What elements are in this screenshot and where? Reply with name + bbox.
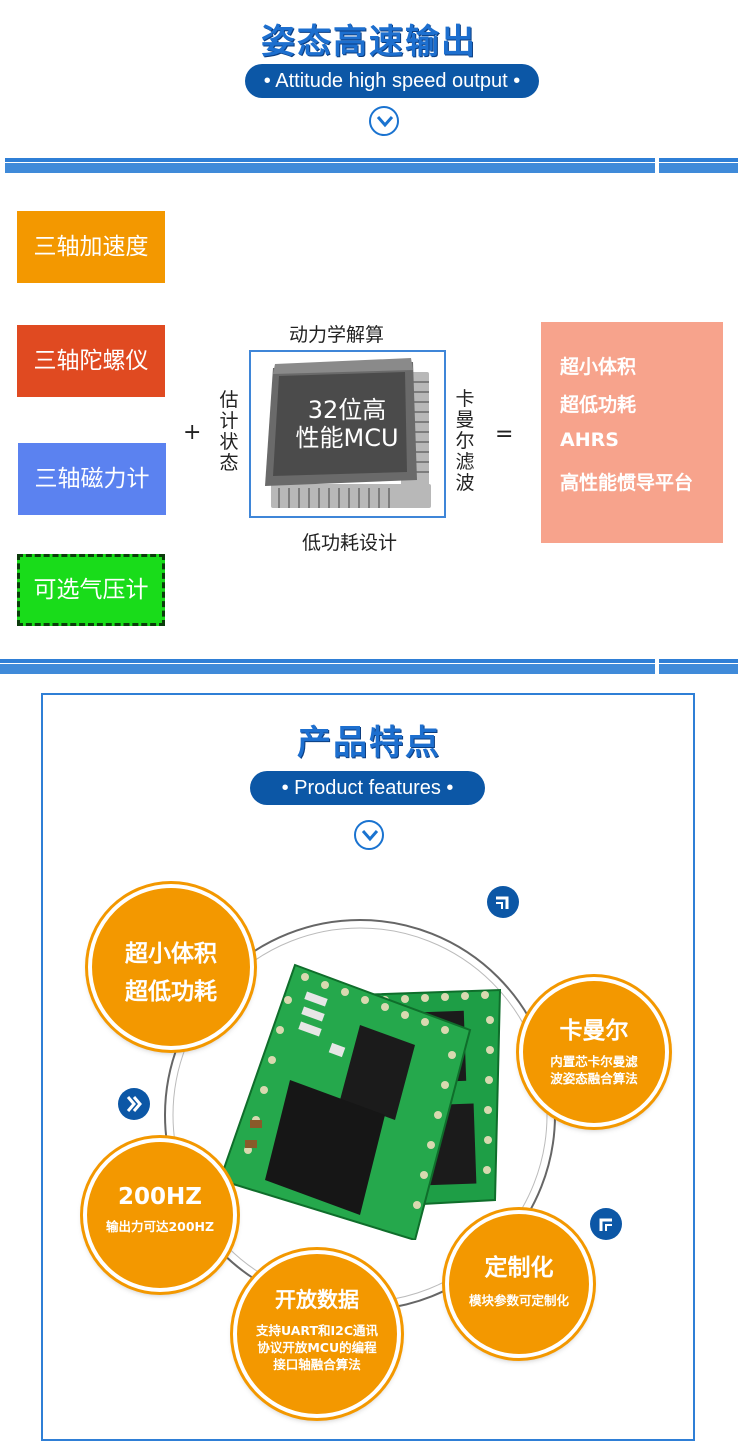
barometer-box: 可选气压计 (17, 554, 165, 626)
gyroscope-box: 三轴陀螺仪 (17, 325, 165, 397)
double-chevron-right-icon (118, 1088, 150, 1120)
result-item-low-power: 超低功耗 (560, 394, 637, 416)
plus-sign: + (183, 420, 202, 445)
corner-arrow-icon (487, 886, 519, 918)
feature-open-data-desc-1: 支持UART和I2C通讯 (255, 1323, 379, 1338)
dynamics-solver-label: 动力学解算 (289, 324, 385, 346)
kalman-filter-label: 卡曼尔滤波 (455, 388, 475, 494)
mcu-chip-icon (265, 358, 431, 508)
divider-mid-bar-right (659, 664, 738, 674)
feature-circle-small-low-power: 超小体积 超低功耗 (88, 884, 254, 1050)
feature-circle-kalman: 卡曼尔 内置芯卡尔曼滤 波姿态融合算法 (519, 977, 669, 1127)
feature-circle-custom: 定制化 模块参数可定制化 (445, 1210, 593, 1358)
divider-mid-line (0, 659, 655, 663)
feature-kalman-title: 卡曼尔 (559, 1018, 629, 1044)
magnetometer-box: 三轴磁力计 (18, 443, 166, 515)
feature-open-data-desc-3: 接口轴融合算法 (273, 1357, 361, 1372)
result-item-ins-platform: 高性能惯导平台 (560, 472, 694, 494)
features-title: 产品特点 (297, 723, 441, 763)
estimate-state-label: 估计状态 (219, 389, 239, 474)
feature-open-data-desc-2: 协议开放MCU的编程 (257, 1340, 377, 1355)
feature-kalman-desc-1: 内置芯卡尔曼滤 (550, 1054, 638, 1069)
chevron-down-icon (369, 106, 399, 136)
attitude-title: 姿态高速输出 (261, 22, 477, 62)
features-subtitle-pill: • Product features • (250, 771, 485, 805)
chip-line-1: 32位高 (307, 396, 387, 424)
feature-circle-open-data: 开放数据 支持UART和I2C通讯 协议开放MCU的编程 接口轴融合算法 (233, 1250, 401, 1418)
chip-frame (249, 350, 446, 518)
low-power-design-label: 低功耗设计 (302, 532, 398, 554)
feature-custom-desc: 模块参数可定制化 (468, 1293, 569, 1308)
divider-mid-bar (0, 664, 655, 674)
divider-mid-line-right (659, 659, 738, 663)
feature-small-size-text: 超小体积 (125, 941, 217, 967)
divider-top-bar (5, 163, 655, 173)
divider-top-line (5, 158, 655, 162)
feature-low-power-text: 超低功耗 (125, 979, 217, 1005)
chip-line-2: 性能MCU (295, 424, 399, 452)
feature-200hz-desc: 输出力可达200HZ (105, 1219, 215, 1234)
feature-circle-200hz: 200HZ 输出力可达200HZ (83, 1138, 237, 1292)
chip-text: 32位高 性能MCU (262, 396, 432, 452)
equals-sign: = (495, 422, 514, 447)
corner-arrow-icon-alt (590, 1208, 622, 1240)
attitude-subtitle-pill: • Attitude high speed output • (245, 64, 539, 98)
accelerometer-box: 三轴加速度 (17, 211, 165, 283)
sensor-module-image (218, 963, 502, 1240)
divider-top-bar-right (659, 163, 738, 173)
divider-top-line-right (659, 158, 738, 162)
result-item-ahrs: AHRS (560, 429, 619, 451)
result-item-small-size: 超小体积 (560, 356, 637, 378)
feature-custom-title: 定制化 (484, 1255, 554, 1281)
features-frame (41, 693, 695, 1441)
result-box: 超小体积 超低功耗 AHRS 高性能惯导平台 (541, 322, 723, 543)
feature-200hz-title: 200HZ (118, 1184, 202, 1210)
feature-open-data-title: 开放数据 (275, 1288, 359, 1312)
feature-kalman-desc-2: 波姿态融合算法 (550, 1071, 638, 1086)
chevron-down-icon (354, 820, 384, 850)
